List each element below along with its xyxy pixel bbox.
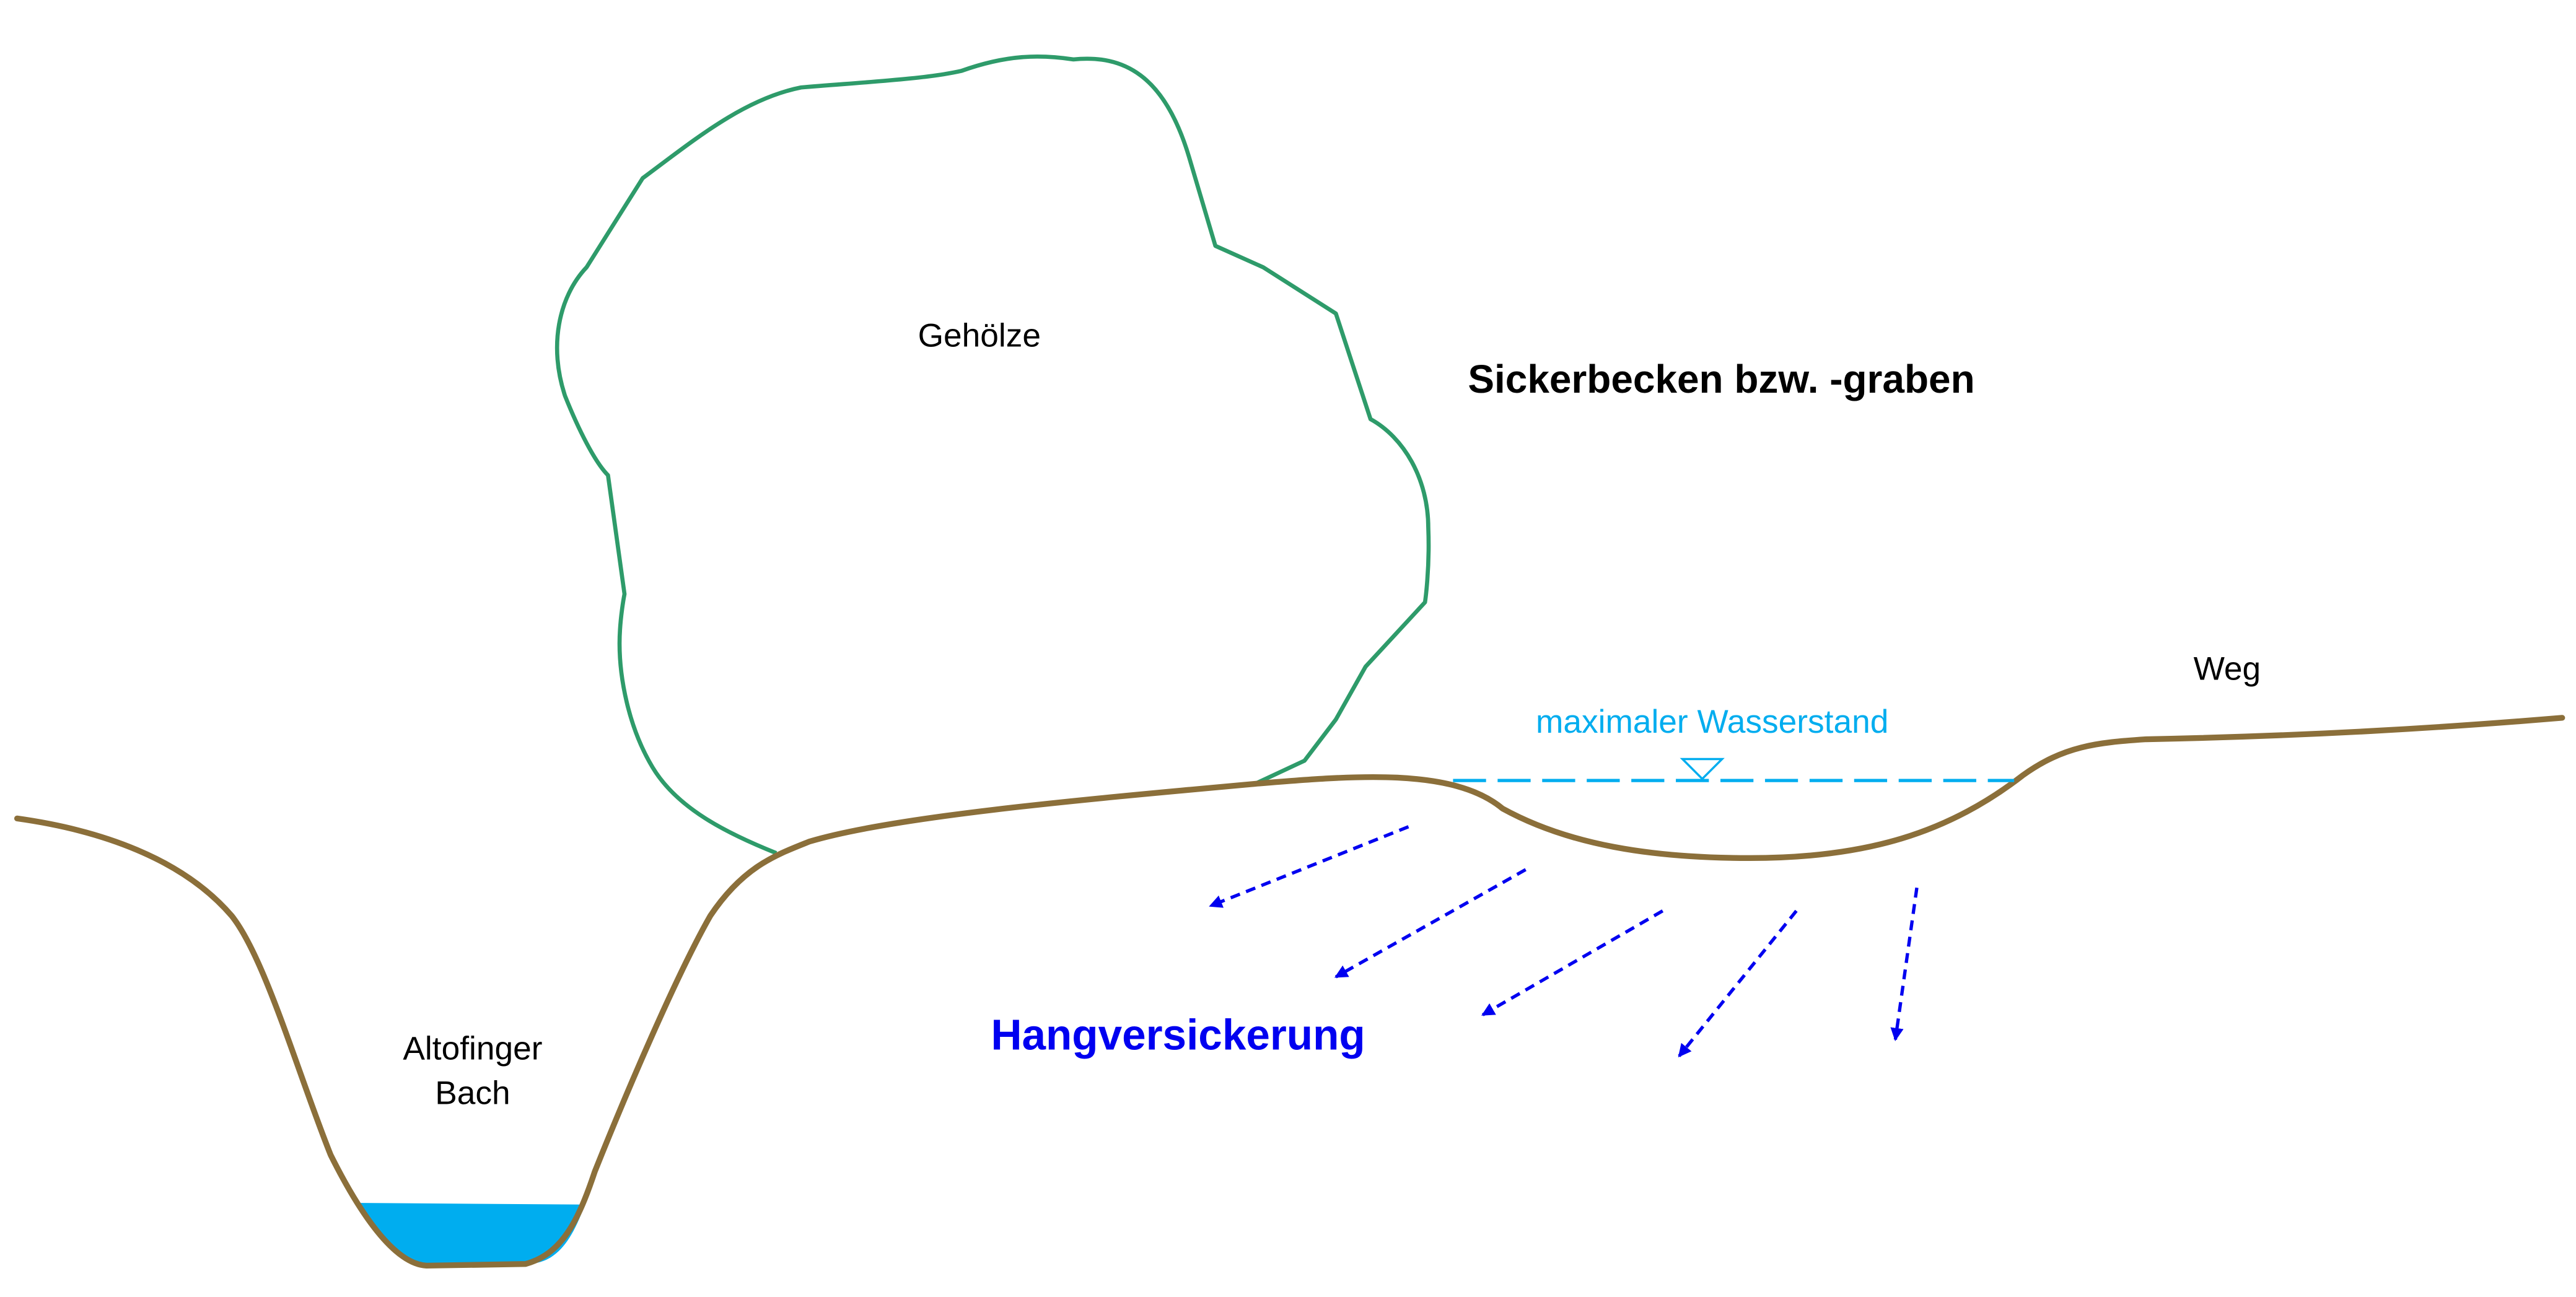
- path-label: Weg: [2194, 651, 2261, 688]
- infiltration-arrow-icon: [1890, 887, 1919, 1042]
- infiltration-arrow-icon: [1678, 909, 1798, 1058]
- infiltration-arrow-icon: [1334, 868, 1527, 979]
- basin-label: Sickerbecken bzw. -graben: [1468, 357, 1974, 401]
- creek-water: [360, 1203, 585, 1266]
- trees-label: Gehölze: [918, 317, 1041, 354]
- creek-label-line2: Bach: [435, 1075, 510, 1111]
- infiltration-arrows: [1209, 825, 1919, 1058]
- water-level-triangle-icon: [1680, 758, 1725, 780]
- tree-outline: [554, 54, 1431, 855]
- creek-label-line1: Altofinger: [403, 1030, 542, 1067]
- infiltration-arrow-icon: [1481, 909, 1664, 1016]
- slope-infiltration-label: Hangversickerung: [991, 1010, 1365, 1059]
- max-water-level-label: maximaler Wasserstand: [1536, 704, 1888, 740]
- ground-profile: [14, 715, 2565, 1269]
- infiltration-arrow-icon: [1209, 825, 1409, 908]
